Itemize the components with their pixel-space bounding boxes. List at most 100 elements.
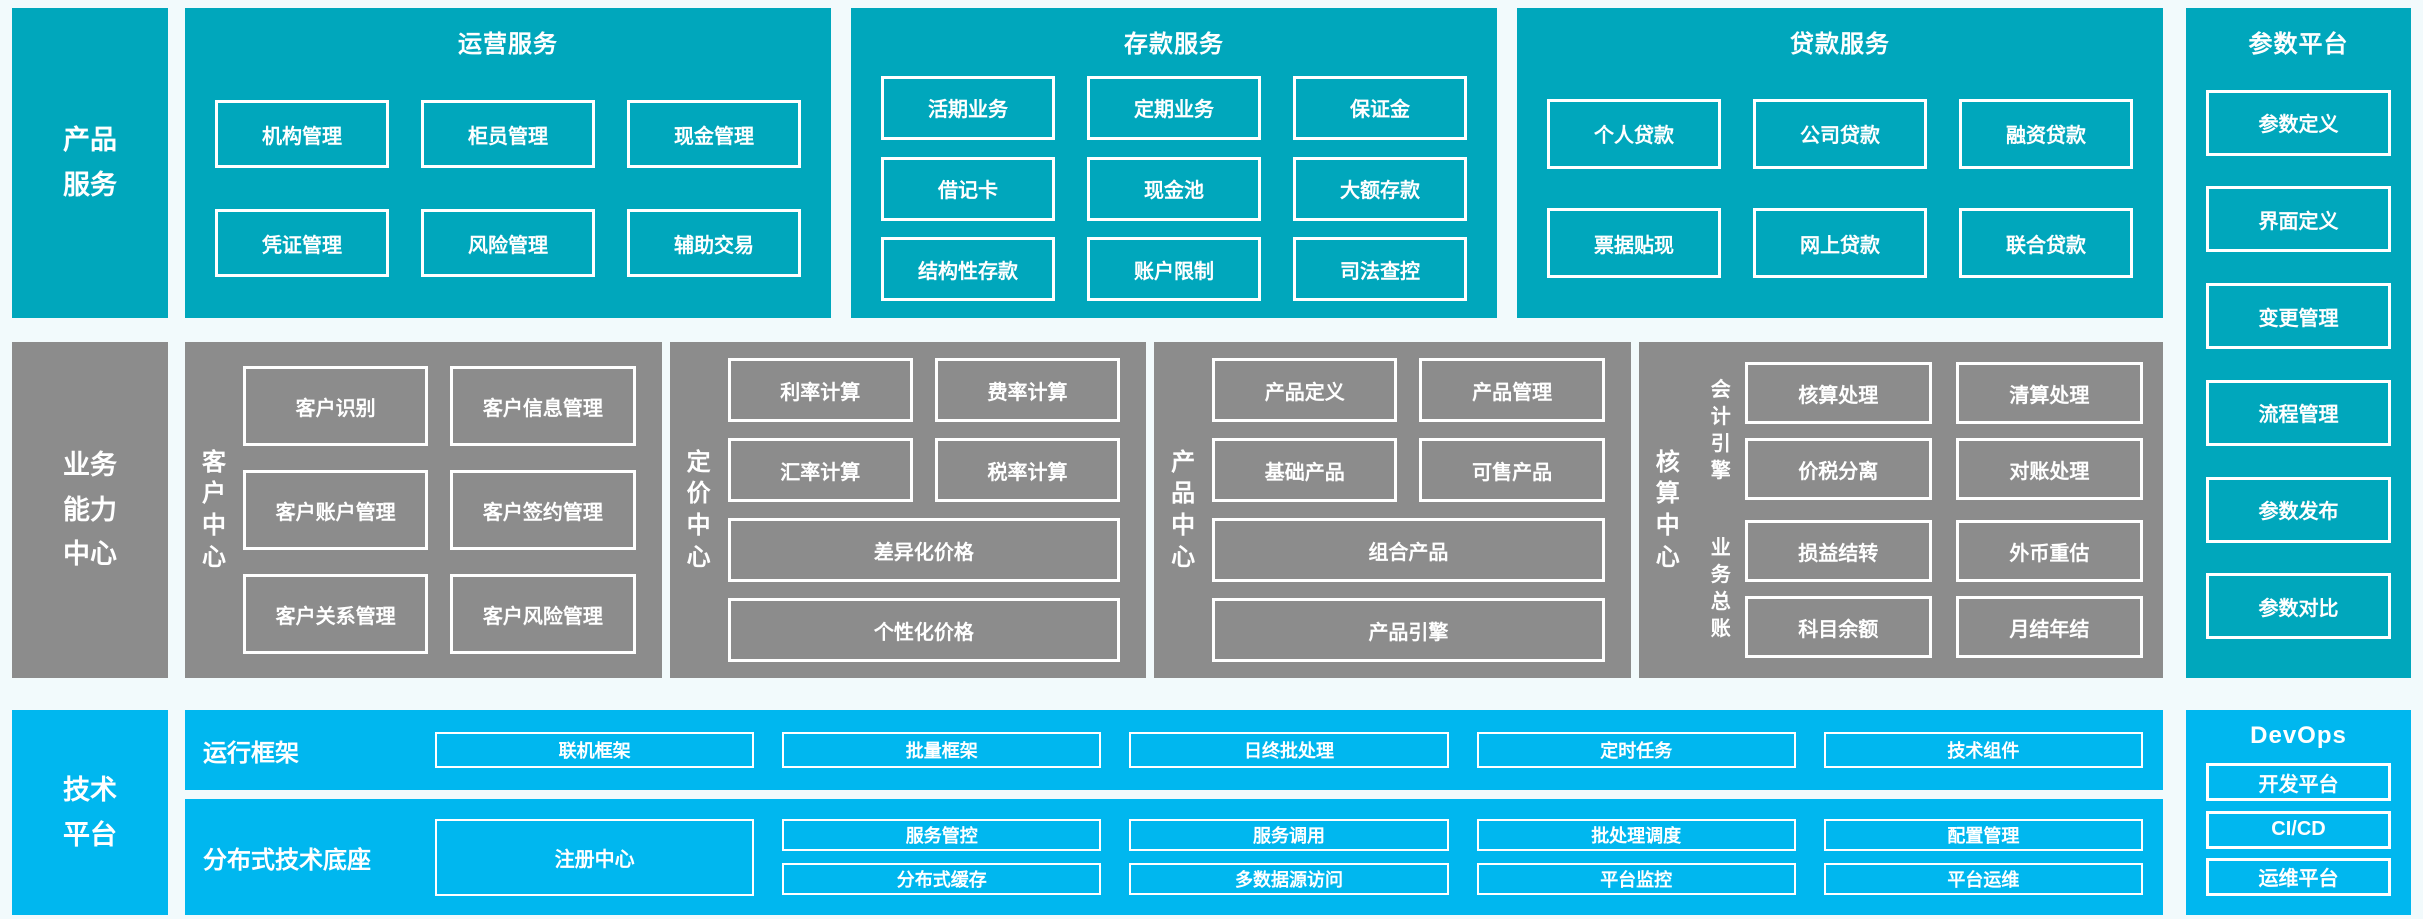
- loan-grid: 个人贷款 公司贷款 融资贷款 票据贴现 网上贷款 联合贷款: [1517, 59, 2163, 318]
- side-label-business-capability: 业务 能力 中心: [12, 342, 168, 678]
- module-box: 差异化价格: [727, 518, 1121, 582]
- module-box: 产品管理: [1419, 358, 1605, 422]
- module-box: 客户信息管理: [450, 366, 636, 446]
- module-box: 客户账户管理: [243, 470, 429, 550]
- customer-center-grid: 客户识别 客户信息管理 客户账户管理 客户签约管理 客户关系管理 客户风险管理: [243, 342, 662, 678]
- module-box: 票据贴现: [1547, 208, 1721, 279]
- module-box: 汇率计算: [727, 438, 913, 502]
- group-business-ledger: 业 务 总 账 损益结转 外币重估 科目余额 月结年结: [1697, 520, 2143, 658]
- module-box: 批量框架: [782, 732, 1102, 768]
- module-box: 分布式缓存: [782, 863, 1102, 895]
- panel-customer-center: 客 户 中 心 客户识别 客户信息管理 客户账户管理 客户签约管理 客户关系管理…: [185, 342, 662, 678]
- side-label-product-services: 产品 服务: [12, 8, 168, 318]
- module-box: 借记卡: [881, 156, 1055, 221]
- module-box: 多数据源访问: [1129, 863, 1449, 895]
- devops-list: 开发平台 CI/CD 运维平台: [2186, 750, 2411, 915]
- row-business-capability: 业务 能力 中心 客 户 中 心 客户识别 客户信息管理 客户账户管理 客户签约…: [12, 342, 2163, 678]
- module-box: 配置管理: [1823, 819, 2143, 851]
- loan-title: 贷款服务: [1790, 31, 1890, 58]
- accounting-center-label: 核 算 中 心: [1655, 448, 1680, 571]
- module-box: 融资贷款: [1959, 98, 2133, 169]
- module-box: 网上贷款: [1753, 208, 1927, 279]
- module-box: 开发平台: [2206, 763, 2391, 802]
- module-box: 变更管理: [2206, 283, 2391, 350]
- module-box: 费率计算: [934, 358, 1121, 422]
- module-box: 司法查控: [1293, 237, 1467, 302]
- module-box: 现金管理: [627, 100, 801, 168]
- side-label-tech-platform: 技术 平台: [12, 710, 168, 915]
- module-box: 运维平台: [2206, 857, 2391, 896]
- module-box: 风险管理: [421, 209, 595, 277]
- module-box: 服务调用: [1129, 819, 1449, 851]
- module-box: 对账处理: [1955, 438, 2143, 500]
- module-box: 客户风险管理: [450, 574, 636, 654]
- bar-distributed-base: 分布式技术底座 注册中心 服务管控 服务调用 批处理调度 配置管理 分布式缓存 …: [185, 799, 2163, 915]
- panel-deposit-services: 存款服务 活期业务 定期业务 保证金 借记卡 现金池 大额存款 结构性存款 账户…: [851, 8, 1497, 318]
- module-box: 现金池: [1087, 156, 1261, 221]
- group-accounting-engine: 会 计 引 擎 核算处理 清算处理 价税分离 对账处理: [1697, 362, 2143, 500]
- business-ledger-grid: 损益结转 外币重估 科目余额 月结年结: [1744, 520, 2143, 658]
- module-box: 平台监控: [1476, 863, 1796, 895]
- parameter-platform-title: 参数平台: [2248, 31, 2349, 58]
- module-box: 产品定义: [1212, 358, 1398, 422]
- module-box: 大额存款: [1293, 156, 1467, 221]
- module-box: 清算处理: [1955, 362, 2143, 424]
- operations-grid: 机构管理 柜员管理 现金管理 凭证管理 风险管理 辅助交易: [185, 59, 831, 318]
- spacer: [2186, 678, 2411, 710]
- module-box: 可售产品: [1419, 438, 1605, 502]
- module-box: 日终批处理: [1129, 732, 1449, 768]
- runtime-framework-label: 运行框架: [203, 739, 299, 767]
- pricing-center-label: 定 价 中 心: [686, 448, 711, 571]
- module-box: 科目余额: [1744, 596, 1932, 658]
- module-box: 界面定义: [2206, 186, 2391, 253]
- module-box: 账户限制: [1087, 237, 1261, 302]
- module-box: 组合产品: [1212, 518, 1605, 582]
- panel-accounting-center: 核 算 中 心 会 计 引 擎 核算处理 清算处理 价税分离 对账处理 业 务 …: [1638, 342, 2163, 678]
- module-box: 联机框架: [435, 732, 755, 768]
- module-box: 个人贷款: [1547, 98, 1721, 169]
- parameter-platform-list: 参数定义 界面定义 变更管理 流程管理 参数发布 参数对比: [2186, 59, 2411, 678]
- deposit-title: 存款服务: [1124, 31, 1224, 58]
- row-tech-platform: 技术 平台 运行框架 联机框架 批量框架 日终批处理 定时任务 技术组件 分布式…: [12, 710, 2163, 915]
- module-box: 机构管理: [215, 100, 389, 168]
- distributed-base-boxes: 注册中心 服务管控 服务调用 批处理调度 配置管理 分布式缓存 多数据源访问 平…: [435, 818, 2143, 896]
- module-box: 价税分离: [1744, 438, 1932, 500]
- row-product-services: 产品 服务 运营服务 机构管理 柜员管理 现金管理 凭证管理 风险管理 辅助交易…: [12, 8, 2163, 318]
- module-box: 产品引擎: [1212, 598, 1605, 662]
- right-column: 参数平台 参数定义 界面定义 变更管理 流程管理 参数发布 参数对比 DevOp…: [2186, 8, 2411, 915]
- panel-devops: DevOps 开发平台 CI/CD 运维平台: [2186, 710, 2411, 915]
- module-box: 结构性存款: [881, 237, 1055, 302]
- module-box: 利率计算: [727, 358, 913, 422]
- module-box: 辅助交易: [627, 209, 801, 277]
- module-box: 活期业务: [881, 75, 1055, 140]
- pricing-center-grid: 利率计算 费率计算 汇率计算 税率计算 差异化价格 个性化价格: [727, 342, 1147, 678]
- module-box: 参数定义: [2206, 89, 2391, 156]
- module-box: 定期业务: [1087, 75, 1261, 140]
- runtime-framework-boxes: 联机框架 批量框架 日终批处理 定时任务 技术组件: [435, 732, 2144, 768]
- module-box: 客户识别: [243, 366, 429, 446]
- module-box: 客户关系管理: [243, 574, 429, 654]
- product-center-grid: 产品定义 产品管理 基础产品 可售产品 组合产品 产品引擎: [1212, 342, 1631, 678]
- module-box: 定时任务: [1476, 732, 1796, 768]
- module-box: 基础产品: [1212, 438, 1398, 502]
- accounting-engine-label: 会 计 引 擎: [1710, 379, 1731, 482]
- module-box: 柜员管理: [421, 100, 595, 168]
- business-ledger-label: 业 务 总 账: [1710, 537, 1731, 640]
- module-box: CI/CD: [2206, 810, 2391, 849]
- module-box: 核算处理: [1744, 362, 1932, 424]
- module-box: 联合贷款: [1959, 208, 2133, 279]
- module-box: 个性化价格: [727, 598, 1121, 662]
- panel-pricing-center: 定 价 中 心 利率计算 费率计算 汇率计算 税率计算 差异化价格 个性化价格: [669, 342, 1147, 678]
- bar-runtime-framework: 运行框架 联机框架 批量框架 日终批处理 定时任务 技术组件: [185, 710, 2163, 790]
- main-area: 产品 服务 运营服务 机构管理 柜员管理 现金管理 凭证管理 风险管理 辅助交易…: [12, 8, 2163, 915]
- operations-title: 运营服务: [458, 31, 558, 58]
- module-box: 公司贷款: [1753, 98, 1927, 169]
- module-box: 参数发布: [2206, 476, 2391, 543]
- distributed-service-grid: 服务管控 服务调用 批处理调度 配置管理 分布式缓存 多数据源访问 平台监控 平…: [782, 819, 2143, 895]
- devops-title: DevOps: [2250, 722, 2347, 749]
- module-box: 客户签约管理: [450, 470, 636, 550]
- distributed-base-label: 分布式技术底座: [203, 846, 371, 874]
- product-center-label: 产 品 中 心: [1171, 448, 1196, 571]
- module-box: 服务管控: [782, 819, 1102, 851]
